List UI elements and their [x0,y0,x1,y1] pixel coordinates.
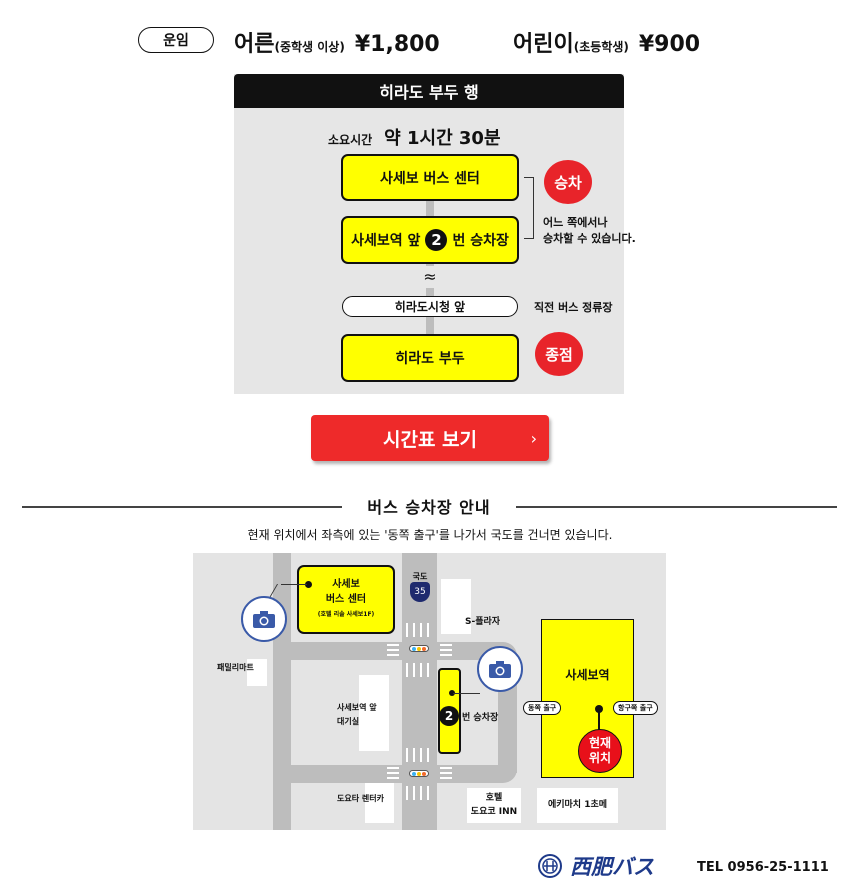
crosswalk [406,663,434,677]
ekimachi-building: 에키마치 1초메 [537,788,618,823]
toyota-label: 도요타 렌터카 [337,794,384,803]
crosswalk [406,748,434,762]
route-35-shield-icon: 35 [410,582,430,602]
hotel-label-2: 도요코 INN [470,806,518,817]
route-label: 국도 [412,572,428,581]
bracket [524,177,534,239]
stop-sasebo-bus-center: 사세보 버스 센터 [341,154,519,201]
adult-note: (중학생 이상) [274,40,345,54]
route-title: 히라도 부두 행 [234,74,624,108]
area-map: 사세보 버스 센터 (호텔 리솔 사세보1F) 국도 35 S-플라자 패밀리마… [193,553,666,830]
crosswalk [387,767,399,781]
road-west [273,553,291,830]
timetable-button-label: 시간표 보기 [382,428,477,451]
wave-break: ≈ [418,266,442,288]
logo-text: 西肥バス [570,855,654,879]
crosswalk [440,767,452,781]
end-badge: 종점 [535,332,583,376]
stop-hirado-port: 히라도 부두 [341,334,519,382]
bus-center-building: 사세보 버스 센터 (호텔 리솔 사세보1F) [297,565,395,634]
road-south [291,765,517,783]
platform-number: 2 [425,229,448,251]
stop-hirado-city-hall: 히라도시청 앞 [342,296,518,317]
bus-center-label-3: (호텔 리솔 사세보1F) [317,611,375,618]
divider-right [516,506,837,508]
current-location-dot [595,705,603,713]
divider-left [22,506,342,508]
logo-emblem-icon [538,854,562,878]
phone-number: TEL 0956-25-1111 [697,860,829,875]
crosswalk [406,623,434,637]
adult-price: ¥1,800 [354,32,440,57]
familymart-building [247,659,267,686]
fare-label: 운임 [138,27,214,53]
stop-name: 사세보역 앞 [351,233,421,249]
station-label: 사세보역 [565,668,610,682]
board-note-1: 어느 쪽에서나 [543,216,608,229]
board-note-2: 승차할 수 있습니다. [543,232,636,245]
platform-text: 번 승차장 [462,712,499,723]
port-exit-label: 항구쪽 출구 [613,701,658,715]
waiting-room-label-2: 대기실 [337,717,360,726]
camera-icon[interactable] [241,596,287,642]
child-label: 어린이 [513,32,574,57]
chevron-right-icon: › [530,428,537,448]
s-plaza-building [441,579,471,634]
board-badge: 승차 [544,160,592,204]
waiting-room-building [359,675,389,751]
crosswalk [387,644,399,658]
familymart-label: 패밀리마트 [217,663,254,672]
east-exit-label: 동쪽 출구 [523,701,562,715]
toyota-building [365,783,394,823]
marker-line [598,711,600,731]
here-label-2: 위치 [588,751,612,765]
guide-title: 버스 승차장 안내 [367,498,491,517]
road-north [291,642,517,660]
duration-label: 소요시간 [328,133,373,147]
platform-number: 2 [439,706,459,726]
bus-center-label-1: 사세보 [332,579,360,590]
adult-label: 어른 [234,32,275,57]
here-label-1: 현재 [588,736,612,750]
duration-value: 약 1시간 30분 [384,128,501,149]
platform-label: 번 승차장 [452,233,509,249]
camera-icon[interactable] [477,646,523,692]
company-logo: 西肥バス [538,851,654,881]
marker-dot [449,690,455,696]
child-note: (초등학생) [573,40,629,54]
marker-line [453,693,480,694]
prev-stop-note: 직전 버스 정류장 [534,301,613,314]
s-plaza-label: S-플라자 [465,617,501,627]
child-fare: 어린이 (초등학생) ¥900 [513,26,700,58]
waiting-room-label: 사세보역 앞 대기실 [337,701,377,729]
guide-description: 현재 위치에서 좌측에 있는 '동쪽 출구'를 나가서 국도를 건너면 있습니다… [247,528,613,542]
bus-center-label-2: 버스 센터 [325,594,367,605]
marker-dot [305,581,312,588]
adult-fare: 어른 (중학생 이상) ¥1,800 [234,26,440,58]
crosswalk [406,786,434,800]
hotel-label-1: 호텔 [485,793,503,803]
marker-line [281,584,307,585]
crosswalk [440,644,452,658]
platform-2-label: 2 번 승차장 [439,706,498,726]
traffic-light-icon [409,645,429,652]
timetable-button[interactable]: 시간표 보기 › [311,415,549,461]
waiting-room-label-1: 사세보역 앞 [337,703,377,712]
child-price: ¥900 [638,32,701,57]
traffic-light-icon [409,770,429,777]
